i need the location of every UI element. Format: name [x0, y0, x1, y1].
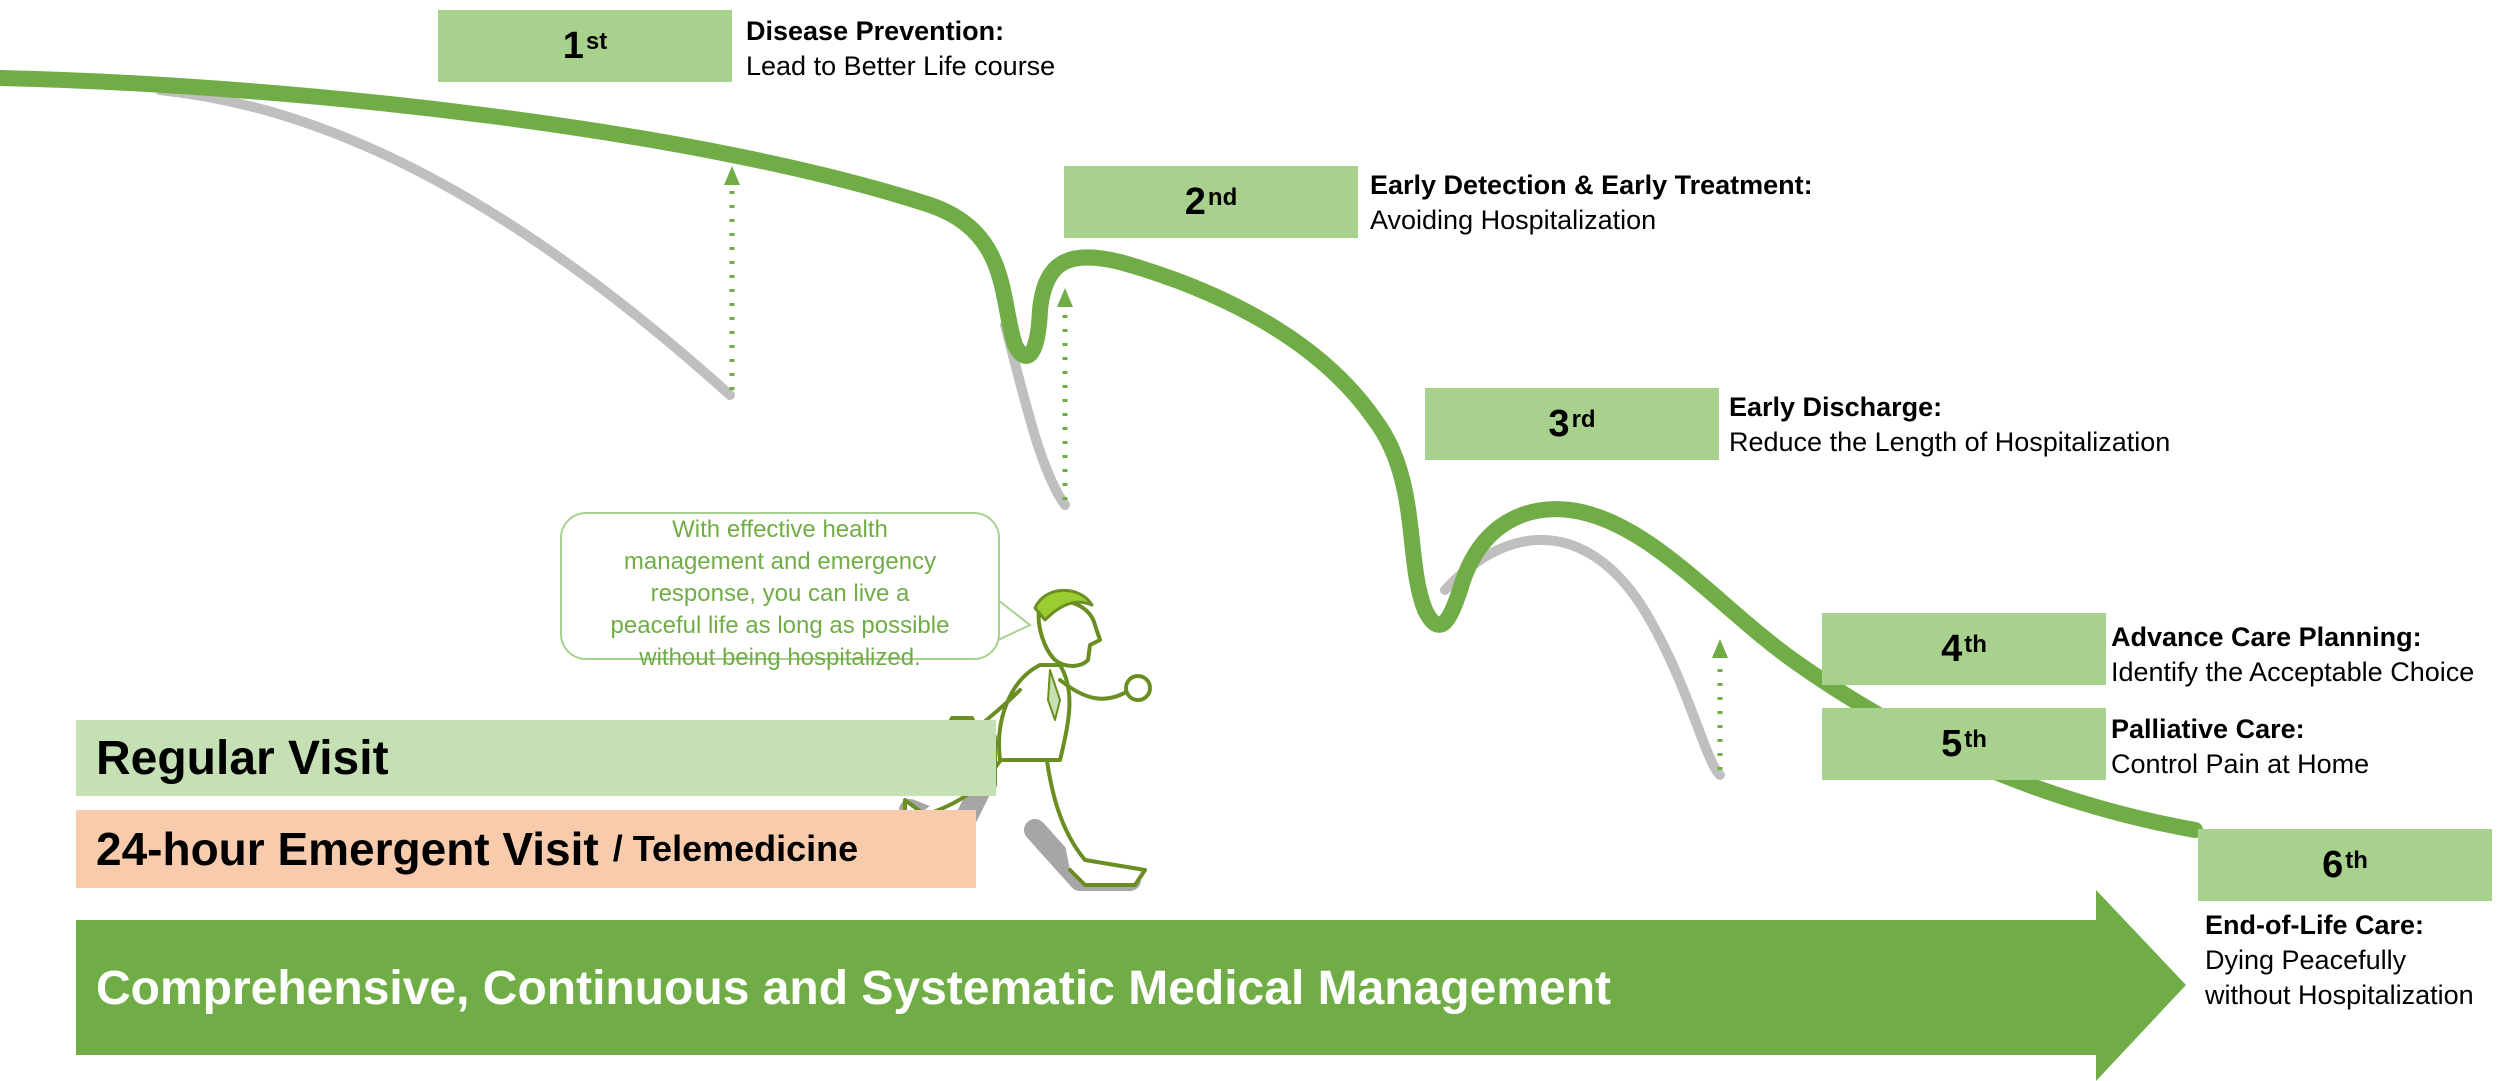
bubble-line-3: response, you can live a [650, 580, 910, 607]
stage-4-ordinal: th [1964, 631, 1987, 658]
regular-visit-bar: Regular Visit [76, 720, 996, 796]
improvement-arrows [729, 180, 1723, 770]
bubble-line-5: without being hospitalized. [639, 644, 921, 671]
stage-6-body: Dying Peacefully [2205, 945, 2407, 975]
stage-6-ordinal: th [2345, 847, 2368, 874]
bubble-line-2: management and emergency [623, 548, 937, 575]
bubble-line-4: peaceful life as long as possible [610, 612, 950, 639]
stage-2-ordinal: nd [1207, 184, 1238, 211]
stage-3-description: Early Discharge: Reduce the Length of Ho… [1729, 390, 2170, 460]
stage-1-body: Lead to Better Life course [746, 51, 1056, 81]
bubble-tail [997, 597, 1032, 642]
stage-4-number: 4 [1941, 627, 1963, 670]
stage-6-number: 6 [2322, 843, 2344, 886]
regular-visit-label: Regular Visit [96, 731, 389, 785]
stage-2-number: 2 [1184, 180, 1206, 223]
stage-5-number: 5 [1941, 722, 1963, 765]
stage-1-heading: Disease Prevention: [746, 16, 1005, 46]
management-arrow-label: Comprehensive, Continuous and Systematic… [96, 961, 1611, 1015]
emergent-visit-bar: 24-hour Emergent Visit / Telemedicine [76, 810, 976, 888]
arrow-head-2 [1057, 288, 1073, 307]
untreated-curve-1 [155, 85, 735, 400]
stage-6-body-2: without Hospitalization [2205, 980, 2474, 1010]
stage-5-body: Control Pain at Home [2111, 749, 2370, 779]
stage-5-description: Palliative Care: Control Pain at Home [2111, 712, 2369, 782]
stage-1-number: 1 [562, 24, 584, 67]
stage-6-heading: End-of-Life Care: [2205, 910, 2424, 940]
stage-5-ordinal: th [1964, 726, 1987, 753]
stage-4-heading: Advance Care Planning: [2111, 622, 2422, 652]
emergent-visit-label: 24-hour Emergent Visit [96, 823, 599, 875]
stage-4-body: Identify the Acceptable Choice [2111, 657, 2475, 687]
stage-3-heading: Early Discharge: [1729, 392, 1943, 422]
telemedicine-label: / Telemedicine [612, 828, 859, 869]
management-arrow-shape [76, 890, 2186, 1081]
stage-3-body: Reduce the Length of Hospitalization [1729, 427, 2171, 457]
arrow-head-3 [1712, 639, 1728, 658]
bubble-line-1: With effective health [672, 516, 888, 543]
stage-1-description: Disease Prevention: Lead to Better Life … [746, 14, 1055, 84]
stage-6-description: End-of-Life Care: Dying Peacefully witho… [2205, 908, 2474, 1013]
managed-health-curve [0, 70, 2203, 838]
stage-5-heading: Palliative Care: [2111, 714, 2305, 744]
speech-bubble: With effective health management and eme… [560, 512, 1000, 671]
stage-3-number: 3 [1548, 402, 1570, 445]
untreated-curve-3 [1440, 534, 1725, 780]
arrow-head-1 [724, 166, 740, 185]
stage-2-description: Early Detection & Early Treatment: Avoid… [1370, 168, 1813, 238]
stage-2-heading: Early Detection & Early Treatment: [1370, 170, 1813, 200]
stage-1-ordinal: st [585, 28, 608, 55]
stage-3-ordinal: rd [1571, 406, 1596, 433]
stage-4-description: Advance Care Planning: Identify the Acce… [2111, 620, 2474, 690]
stage-2-body: Avoiding Hospitalization [1370, 205, 1657, 235]
